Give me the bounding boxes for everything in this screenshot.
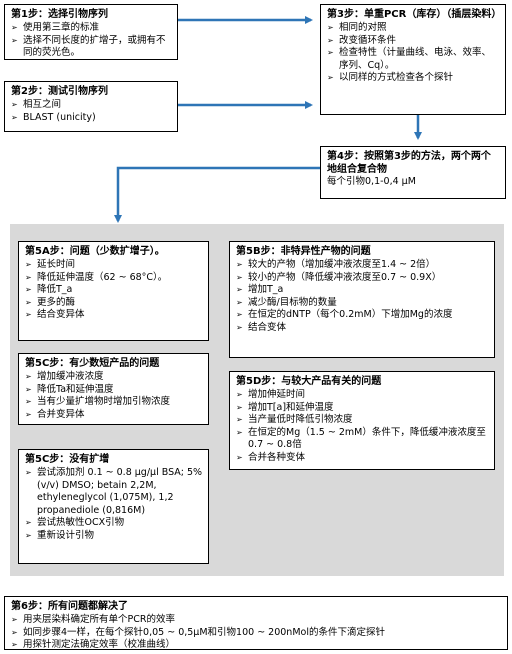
step1-item: 使用第三章的标准 bbox=[11, 22, 172, 35]
step2-item: 相互之间 bbox=[11, 99, 172, 112]
step5d-item: 合并各种变体 bbox=[236, 452, 489, 465]
step5c-short-products-item: 降低Ta和延伸温度 bbox=[25, 384, 203, 397]
step5a-item: 更多的酶 bbox=[25, 297, 203, 310]
step5c-short-products-box: 第5C步：有少数短产品的问题 增加缓冲液浓度 降低Ta和延伸温度 当有少量扩增物… bbox=[18, 353, 209, 425]
step5a-item: 延长时间 bbox=[25, 259, 203, 272]
step1-title: 第1步：选择引物序列 bbox=[11, 9, 108, 20]
step3-title: 第3步：单重PCR（库存）（插层染料） bbox=[327, 9, 502, 20]
step3-item: 检查特性（计量曲线、电泳、效率、序列、Cq）。 bbox=[327, 47, 500, 72]
step1-item: 选择不同长度的扩增子，或拥有不同的荧光色。 bbox=[11, 35, 172, 60]
step5b-item: 结合变体 bbox=[236, 322, 489, 335]
step5b-item: 增加T_a bbox=[236, 284, 489, 297]
step5a-item: 降低延伸温度（62 ~ 68°C）。 bbox=[25, 272, 203, 285]
step5d-item: 当产量低时降低引物浓度 bbox=[236, 414, 489, 427]
step3-item: 相同的对照 bbox=[327, 22, 500, 35]
step5b-item: 较小的产物（降低缓冲液浓度至0.7 ~ 0.9X） bbox=[236, 272, 489, 285]
step5c-short-products-item: 合并变异体 bbox=[25, 409, 203, 422]
step5a-title: 第5A步：问题（少数扩增子）。 bbox=[25, 246, 165, 257]
step4-box: 第4步：按照第3步的方法，两个两个地组合复合物 每个引物0,1-0,4 µM bbox=[320, 146, 506, 199]
step5d-item: 增加伸延时间 bbox=[236, 389, 489, 402]
step6-item: 用夹层染料确定所有单个PCR的效率 bbox=[11, 614, 502, 627]
step5c-no-amplification-item: 重新设计引物 bbox=[25, 530, 203, 543]
step5b-title: 第5B步：非特异性产物的问题 bbox=[236, 246, 371, 257]
step5a-box: 第5A步：问题（少数扩增子）。 延长时间 降低延伸温度（62 ~ 68°C）。 … bbox=[18, 241, 209, 341]
step5a-item: 降低T_a bbox=[25, 284, 203, 297]
step2-item: BLAST (unicity) bbox=[11, 112, 172, 125]
step6-item: 如同步骤4一样，在每个探针0,05 ~ 0,5µM和引物100 ~ 200nMo… bbox=[11, 627, 502, 640]
step5c-no-amplification-item: 尝试添加剂 0.1 ~ 0.8 µg/µl BSA; 5% (v/v) DMSO… bbox=[25, 467, 203, 517]
step5b-box: 第5B步：非特异性产物的问题 较大的产物（增加缓冲液浓度至1.4 ~ 2倍） 较… bbox=[229, 241, 495, 358]
step3-item: 改变循环条件 bbox=[327, 35, 500, 48]
step5c-no-amplification-title: 第5C步：没有扩增 bbox=[25, 454, 110, 465]
step5c-no-amplification-item: 尝试热敏性OCX引物 bbox=[25, 517, 203, 530]
step6-item: 用探针测定法确定效率（校准曲线） bbox=[11, 639, 502, 652]
step4-text: 每个引物0,1-0,4 µM bbox=[327, 176, 416, 187]
step5b-item: 较大的产物（增加缓冲液浓度至1.4 ~ 2倍） bbox=[236, 259, 489, 272]
step5b-item: 在恒定的dNTP（每个0.2mM）下增加Mg的浓度 bbox=[236, 309, 489, 322]
step5b-item: 减少酶/目标物的数量 bbox=[236, 297, 489, 310]
arrow-step4-to-step5 bbox=[114, 166, 320, 223]
step5a-item: 结合变异体 bbox=[25, 309, 203, 322]
step2-title: 第2步：测试引物序列 bbox=[11, 86, 108, 97]
step4-title: 第4步：按照第3步的方法，两个两个地组合复合物 bbox=[327, 151, 491, 175]
step5d-title: 第5D步：与较大产品有关的问题 bbox=[236, 376, 382, 387]
step5c-short-products-item: 增加缓冲液浓度 bbox=[25, 371, 203, 384]
step3-box: 第3步：单重PCR（库存）（插层染料） 相同的对照 改变循环条件 检查特性（计量… bbox=[320, 4, 506, 115]
step5d-item: 在恒定的Mg（1.5 ~ 2mM）条件下，降低缓冲液浓度至0.7 ~ 0.8倍 bbox=[236, 427, 489, 452]
step5c-no-amplification-box: 第5C步：没有扩增 尝试添加剂 0.1 ~ 0.8 µg/µl BSA; 5% … bbox=[18, 449, 209, 564]
step1-box: 第1步：选择引物序列 使用第三章的标准 选择不同长度的扩增子，或拥有不同的荧光色… bbox=[4, 4, 178, 60]
step2-box: 第2步：测试引物序列 相互之间 BLAST (unicity) bbox=[4, 81, 178, 132]
step5c-short-products-title: 第5C步：有少数短产品的问题 bbox=[25, 358, 160, 369]
step6-title: 第6步：所有问题都解决了 bbox=[11, 601, 128, 612]
step3-item: 以同样的方式检查各个探针 bbox=[327, 72, 500, 85]
step5d-box: 第5D步：与较大产品有关的问题 增加伸延时间 增加T[a]和延伸温度 当产量低时… bbox=[229, 371, 495, 470]
step6-box: 第6步：所有问题都解决了 用夹层染料确定所有单个PCR的效率 如同步骤4一样，在… bbox=[4, 596, 508, 652]
step5c-short-products-item: 当有少量扩增物时增加引物浓度 bbox=[25, 396, 203, 409]
step5d-item: 增加T[a]和延伸温度 bbox=[236, 402, 489, 415]
